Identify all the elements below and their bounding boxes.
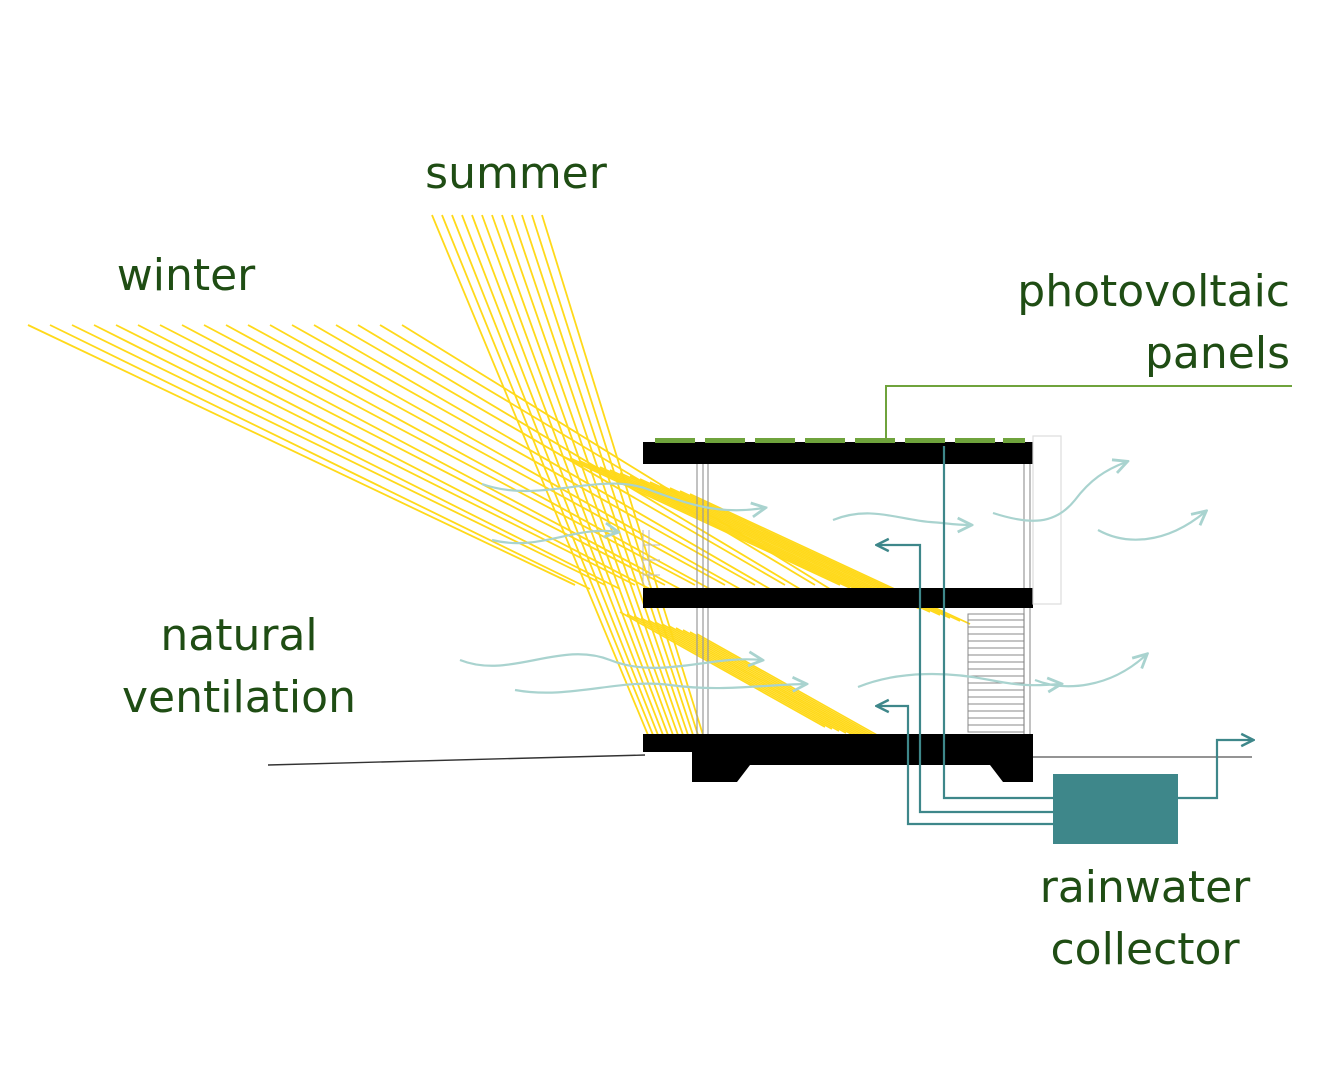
winter-sun-ray xyxy=(609,469,891,601)
summer-sun-ray xyxy=(521,214,694,736)
winter-sun-ray xyxy=(247,324,726,586)
label-rainwater: rainwater xyxy=(1040,862,1251,913)
winter-sun-ray xyxy=(27,324,576,586)
left-glazing-lower xyxy=(696,608,709,734)
summer-sun-ray xyxy=(481,214,674,736)
overflow-pipe xyxy=(1178,740,1252,800)
winter-sun-ray xyxy=(291,324,756,586)
pv-leader-line xyxy=(885,385,1292,440)
summer-sun-ray xyxy=(431,214,649,736)
label-natural: natural xyxy=(160,610,317,661)
photovoltaic-panel-strip xyxy=(655,438,1025,443)
airflow-arrow xyxy=(481,482,764,511)
airflow-arrow xyxy=(832,512,970,525)
ground-floor-slab xyxy=(643,734,1033,752)
winter-sun-ray xyxy=(93,324,621,590)
supply-pipe-lower xyxy=(878,706,1053,826)
winter-sun-ray xyxy=(71,324,606,586)
summer-sun-ray xyxy=(626,613,833,730)
label-summer: summer xyxy=(425,148,608,199)
summer-sun-ray xyxy=(696,633,903,750)
label-panels: panels xyxy=(1145,328,1290,379)
winter-sun-rays xyxy=(27,324,971,625)
label-collector: collector xyxy=(1050,924,1240,975)
staircase xyxy=(967,613,1025,733)
winter-sun-ray xyxy=(639,478,921,610)
airflow-arrow xyxy=(514,684,805,694)
middle-floor-slab xyxy=(643,588,1033,608)
airflow-arrow xyxy=(857,672,1060,687)
natural-ventilation-airflow xyxy=(459,462,1205,694)
right-glazing-upper xyxy=(1023,464,1031,588)
airflow-arrow xyxy=(459,654,761,669)
summer-sun-ray xyxy=(689,631,896,748)
airflow-arrow xyxy=(1034,655,1146,688)
summer-sun-ray xyxy=(531,214,699,736)
summer-sun-ray xyxy=(654,621,861,738)
winter-sun-ray xyxy=(269,324,741,590)
downpipe xyxy=(942,446,1053,800)
summer-sun-ray xyxy=(541,214,704,736)
label-winter: winter xyxy=(117,250,256,301)
summer-sun-ray xyxy=(491,214,679,736)
summer-sun-ray xyxy=(471,214,669,736)
right-glazing-lower xyxy=(1023,608,1031,734)
winter-sun-ray xyxy=(313,324,771,590)
winter-sun-ray xyxy=(579,460,861,592)
winter-sun-ray xyxy=(619,472,901,604)
airflow-arrow xyxy=(1097,512,1205,541)
winter-sun-ray xyxy=(137,324,651,590)
summer-sun-ray xyxy=(501,214,684,736)
summer-sun-ray xyxy=(511,214,689,736)
label-ventilation: ventilation xyxy=(122,672,356,723)
summer-sun-ray xyxy=(451,214,659,736)
summer-sun-ray xyxy=(633,615,840,732)
label-photovoltaic: photovoltaic xyxy=(1017,266,1290,317)
summer-sun-ray xyxy=(441,214,654,736)
roof-slab xyxy=(643,442,1033,464)
building-section xyxy=(642,435,1062,782)
winter-sun-ray xyxy=(559,454,841,586)
summer-sun-rays xyxy=(431,214,903,750)
winter-sun-ray xyxy=(379,324,816,586)
winter-sun-ray xyxy=(225,324,711,590)
summer-sun-ray xyxy=(461,214,664,736)
airflow-arrow xyxy=(992,462,1126,522)
ground-line xyxy=(267,754,646,766)
airflow-arrow xyxy=(491,531,617,545)
winter-sun-ray xyxy=(203,324,696,586)
rainwater-tank xyxy=(1053,774,1178,844)
winter-sun-ray xyxy=(49,324,591,590)
summer-sun-ray xyxy=(661,623,868,740)
summer-sun-ray xyxy=(647,619,854,736)
summer-sun-ray xyxy=(682,629,889,746)
winter-sun-ray xyxy=(115,324,636,586)
summer-sun-ray xyxy=(619,611,826,728)
winter-sun-ray xyxy=(629,475,911,607)
left-glazing-upper xyxy=(696,464,709,588)
foundation xyxy=(692,752,1033,782)
summer-sun-ray xyxy=(640,617,847,734)
rainwater-system xyxy=(878,446,1252,826)
supply-pipe-upper xyxy=(878,545,1053,814)
upper-left-louvre xyxy=(642,530,660,585)
stair-frame xyxy=(967,613,1025,733)
